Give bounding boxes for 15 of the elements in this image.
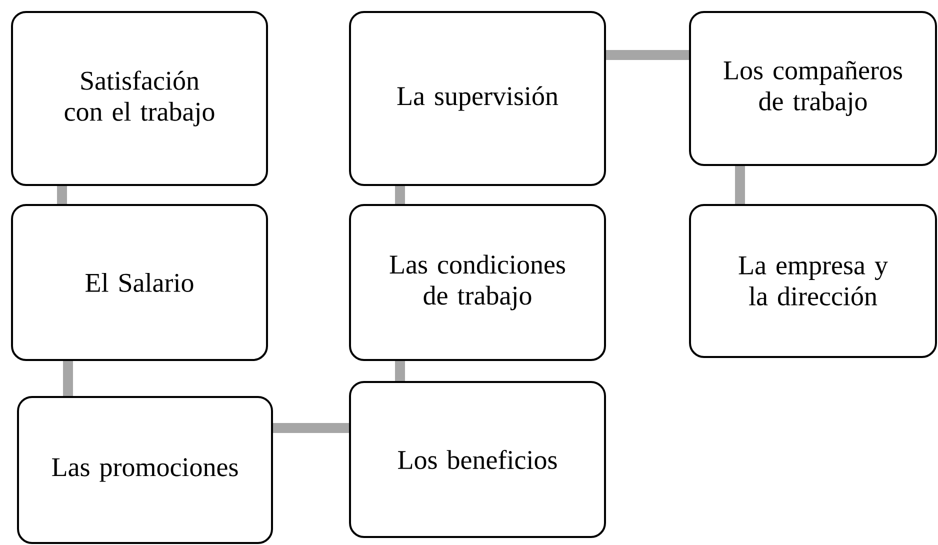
connector bbox=[735, 166, 745, 204]
text-box: Satisfación con el trabajo bbox=[11, 11, 268, 186]
connector bbox=[273, 422, 349, 433]
connector bbox=[63, 360, 73, 396]
text-box: La empresa y la dirección bbox=[689, 204, 937, 358]
connector bbox=[395, 360, 405, 381]
text-box: Los compañeros de trabajo bbox=[689, 11, 937, 166]
text-box: Los beneficios bbox=[349, 380, 606, 538]
connector bbox=[395, 186, 405, 204]
text-box: La supervisión bbox=[349, 11, 606, 186]
text-box: El Salario bbox=[11, 204, 268, 361]
text-box: Las condiciones de trabajo bbox=[349, 204, 606, 361]
connector bbox=[606, 50, 689, 60]
connector bbox=[57, 186, 67, 204]
text-box: Las promociones bbox=[17, 396, 273, 544]
